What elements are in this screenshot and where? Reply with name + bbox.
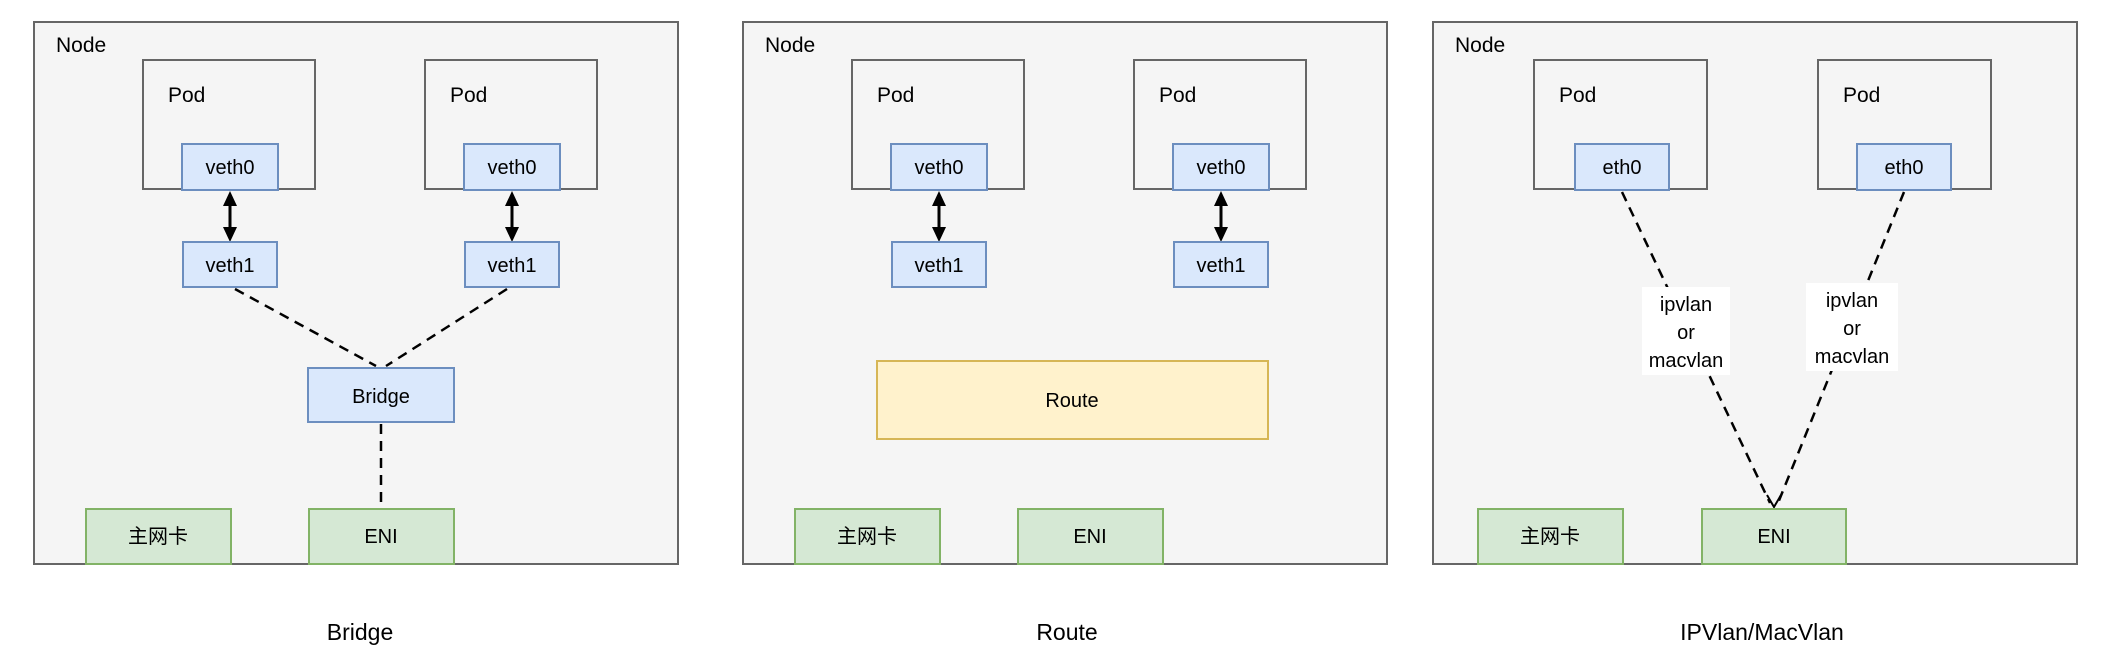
node-box xyxy=(33,21,679,565)
route-label: Route xyxy=(1045,390,1098,412)
primary-nic-label: 主网卡 xyxy=(837,525,897,548)
vlan-label-bg xyxy=(1642,287,1730,375)
veth0-label: veth0 xyxy=(206,157,255,179)
veth-pair-double-arrow xyxy=(223,191,237,242)
dashed-connector xyxy=(385,287,508,368)
veth1-label: veth1 xyxy=(1197,255,1246,277)
veth0-box xyxy=(1172,143,1270,191)
ipvlan-macvlan-diagram: Node Pod Pod eth0 eth0 ipvlan or macvlan… xyxy=(1432,21,2078,645)
route-box xyxy=(876,360,1269,440)
vlan-label-bg xyxy=(1806,283,1898,371)
veth1-label: veth1 xyxy=(206,255,255,277)
veth1-box xyxy=(464,241,560,288)
vlan-label-line: or xyxy=(1677,322,1695,344)
primary-nic-box xyxy=(794,508,941,565)
pod-label: Pod xyxy=(450,84,487,107)
eth0-label: eth0 xyxy=(1885,157,1924,179)
eni-box xyxy=(308,508,455,565)
node-box xyxy=(1432,21,2078,565)
pod-label: Pod xyxy=(1843,84,1880,107)
eth0-box xyxy=(1856,143,1952,191)
veth0-label: veth0 xyxy=(488,157,537,179)
bridge-diagram: Node Pod Pod veth0 veth0 veth1 veth1 Bri… xyxy=(33,21,679,645)
node-label: Node xyxy=(765,34,815,57)
veth1-box xyxy=(891,241,987,288)
eth0-box xyxy=(1574,143,1670,191)
vlan-label-line: macvlan xyxy=(1815,346,1889,368)
veth0-label: veth0 xyxy=(1197,157,1246,179)
veth0-label: veth0 xyxy=(915,157,964,179)
node-box xyxy=(742,21,1388,565)
dashed-connector xyxy=(234,287,377,368)
dashed-connector xyxy=(1776,191,1906,504)
veth1-label: veth1 xyxy=(488,255,537,277)
vlan-type-label: ipvlan or macvlan xyxy=(1642,287,1730,375)
arrowhead-icon xyxy=(1766,494,1782,509)
node-label: Node xyxy=(56,34,106,57)
eth0-label: eth0 xyxy=(1603,157,1642,179)
veth-pair-double-arrow xyxy=(932,191,946,242)
veth-pair-double-arrow xyxy=(1214,191,1228,242)
eni-label: ENI xyxy=(1073,526,1106,548)
eni-label: ENI xyxy=(364,526,397,548)
route-diagram: Node Pod Pod veth0 veth0 veth1 veth1 Rou… xyxy=(742,21,1388,645)
pod-label: Pod xyxy=(1159,84,1196,107)
veth1-box xyxy=(182,241,278,288)
vlan-label-line: ipvlan xyxy=(1826,290,1878,312)
veth-pair-double-arrow xyxy=(505,191,519,242)
diagram-caption: Route xyxy=(1036,619,1097,645)
pod-label: Pod xyxy=(168,84,205,107)
vlan-label-line: or xyxy=(1843,318,1861,340)
veth0-box xyxy=(181,143,279,191)
pod-label: Pod xyxy=(1559,84,1596,107)
primary-nic-label: 主网卡 xyxy=(128,525,188,548)
veth0-box xyxy=(463,143,561,191)
veth1-box xyxy=(1173,241,1269,288)
vlan-label-line: ipvlan xyxy=(1660,294,1712,316)
diagram-caption: Bridge xyxy=(327,619,393,645)
node-label: Node xyxy=(1455,34,1505,57)
primary-nic-box xyxy=(85,508,232,565)
eni-label: ENI xyxy=(1757,526,1790,548)
eni-box xyxy=(1701,508,1847,565)
veth1-label: veth1 xyxy=(915,255,964,277)
vlan-type-label: ipvlan or macvlan xyxy=(1806,283,1898,371)
vlan-label-line: macvlan xyxy=(1649,350,1723,372)
veth0-box xyxy=(890,143,988,191)
diagram-caption: IPVlan/MacVlan xyxy=(1680,619,1844,645)
pod-label: Pod xyxy=(877,84,914,107)
primary-nic-box xyxy=(1477,508,1624,565)
bridge-box xyxy=(307,367,455,423)
bridge-label: Bridge xyxy=(352,386,410,408)
primary-nic-label: 主网卡 xyxy=(1520,525,1580,548)
eni-box xyxy=(1017,508,1164,565)
